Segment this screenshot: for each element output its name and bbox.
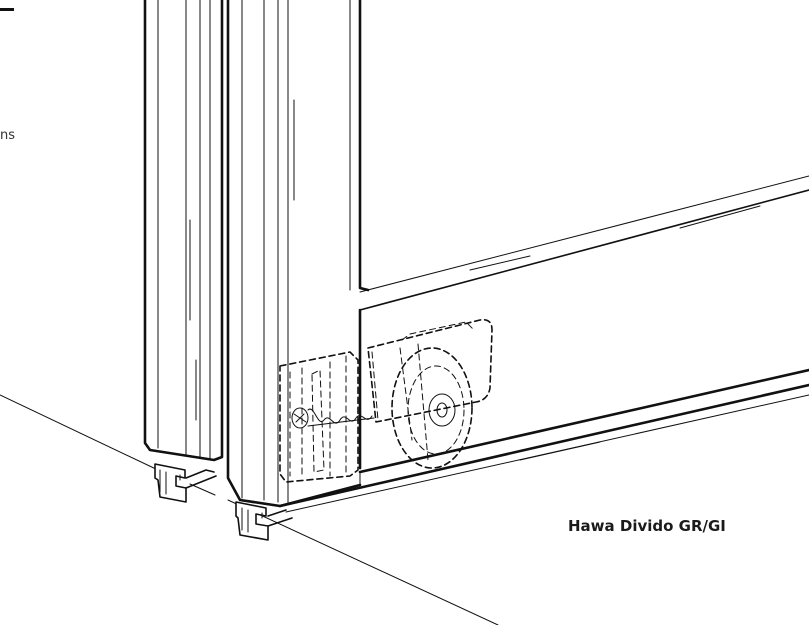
adjustment-bracket bbox=[279, 351, 375, 483]
front-floor-guide bbox=[235, 501, 293, 541]
floor-lines bbox=[0, 394, 499, 625]
cropped-heading-rule bbox=[0, 8, 14, 11]
bottom-rail bbox=[278, 368, 809, 513]
cropped-side-text: ns bbox=[0, 128, 16, 143]
back-door-panel bbox=[143, 0, 224, 462]
product-name-label: Hawa Divido GR/GI bbox=[568, 517, 726, 535]
main-door-frame bbox=[226, 0, 809, 508]
roller-carriage bbox=[367, 318, 493, 469]
screw-head-icon bbox=[291, 407, 309, 429]
back-floor-guide bbox=[154, 463, 217, 503]
